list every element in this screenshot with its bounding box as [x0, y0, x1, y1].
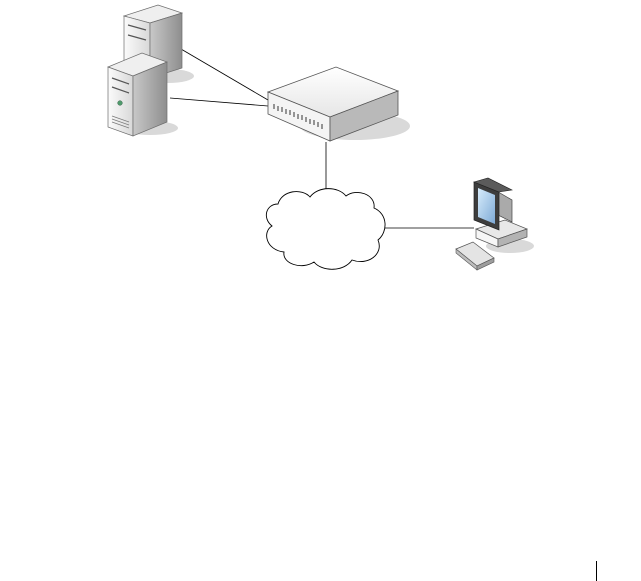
- cloud-shape: [266, 189, 385, 270]
- link-server-front-to-switch: [170, 98, 268, 106]
- link-server-back-to-switch: [181, 49, 268, 100]
- workstation: [456, 178, 534, 270]
- server-front-power-led: [118, 101, 123, 106]
- page-margin-rule: [596, 561, 597, 581]
- network-cloud: [266, 189, 385, 270]
- network-switch: [268, 67, 410, 141]
